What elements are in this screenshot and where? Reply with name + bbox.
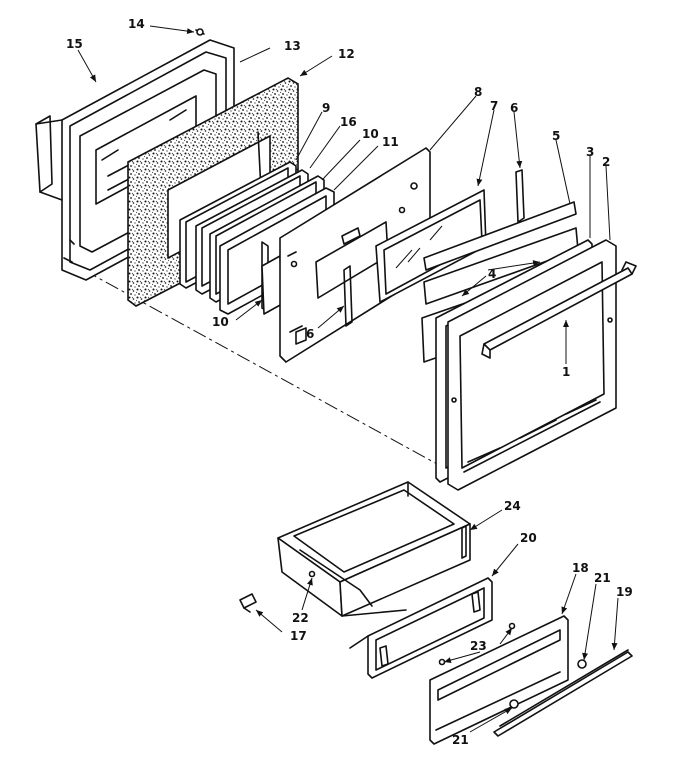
callout-2: 2 xyxy=(602,155,610,169)
callout-4: 4 xyxy=(488,267,496,281)
part-screw xyxy=(195,28,205,36)
callout-19: 19 xyxy=(616,585,633,599)
alignment-line xyxy=(61,257,449,471)
callout-7: 7 xyxy=(490,99,498,113)
callout-21-upper: 21 xyxy=(594,571,611,585)
callout-24: 24 xyxy=(504,499,521,513)
part-drawer-front-panel xyxy=(341,577,493,679)
callout-11: 11 xyxy=(382,135,399,149)
callout-18: 18 xyxy=(572,561,589,575)
part-drawer-box xyxy=(277,481,471,617)
callout-8: 8 xyxy=(474,85,482,99)
callout-22: 22 xyxy=(292,611,309,625)
callout-9: 9 xyxy=(322,101,330,115)
callout-6-upper: 6 xyxy=(510,101,518,115)
callout-10-upper: 10 xyxy=(362,127,379,141)
callout-5: 5 xyxy=(552,129,560,143)
callout-6-lower: 6 xyxy=(306,327,314,341)
callout-3: 3 xyxy=(586,145,594,159)
part-drawer-trim-strip xyxy=(493,649,633,737)
callout-16: 16 xyxy=(340,115,357,129)
callout-17: 17 xyxy=(290,629,307,643)
callout-labels: 14 15 13 12 9 16 10 11 8 7 6 5 3 2 4 1 1… xyxy=(66,17,633,747)
part-insulation-strip xyxy=(423,201,577,271)
callout-15: 15 xyxy=(66,37,83,51)
callout-20: 20 xyxy=(520,531,537,545)
callout-21-lower: 21 xyxy=(452,733,469,747)
callout-14: 14 xyxy=(128,17,145,31)
callout-10-lower: 10 xyxy=(212,315,229,329)
callout-1: 1 xyxy=(562,365,570,379)
part-small-glass-panel xyxy=(261,255,283,315)
leader-lines xyxy=(77,25,619,733)
callout-23: 23 xyxy=(470,639,487,653)
part-drawer-front xyxy=(429,615,569,745)
callout-12: 12 xyxy=(338,47,355,61)
part-hinge-bracket xyxy=(515,169,525,223)
part-door-handle xyxy=(481,261,637,359)
callout-13: 13 xyxy=(284,39,301,53)
part-drawer-clip xyxy=(239,593,257,613)
